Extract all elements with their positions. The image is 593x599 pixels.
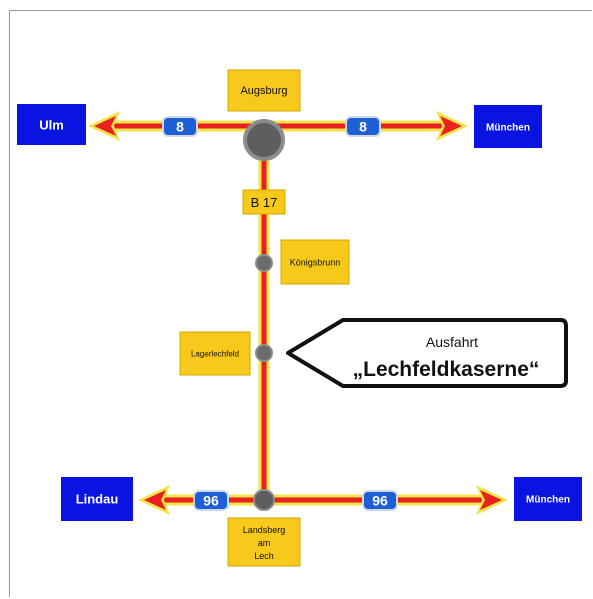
svg-text:München: München — [486, 123, 530, 134]
svg-text:B 17: B 17 — [251, 195, 278, 210]
place-muenchen-top: München — [474, 105, 542, 148]
place-augsburg: Augsburg — [227, 69, 301, 112]
place-lagerlechfeld: Lagerlechfeld — [179, 331, 251, 376]
svg-text:Lech: Lech — [254, 551, 274, 561]
svg-text:am: am — [258, 538, 271, 548]
b17-sign: B 17 — [242, 189, 286, 215]
place-landsberg: Landsberg am Lech — [227, 517, 301, 567]
junction-lagerlechfeld-icon — [255, 344, 273, 362]
svg-text:96: 96 — [372, 493, 388, 509]
svg-text:Lindau: Lindau — [76, 492, 119, 507]
exit-callout-arrow-icon — [286, 318, 568, 388]
a96-shield-west: 96 — [193, 490, 229, 511]
svg-text:Augsburg: Augsburg — [240, 85, 287, 97]
svg-text:Ulm: Ulm — [39, 118, 64, 133]
place-lindau: Lindau — [61, 477, 133, 521]
exit-callout-line2: „Lechfeldkaserne“ — [353, 358, 540, 381]
map-frame — [9, 10, 592, 597]
junction-augsburg-icon — [243, 119, 285, 161]
svg-text:München: München — [526, 495, 570, 506]
a8-shield-east: 8 — [345, 116, 381, 137]
place-koenigsbrunn: Königsbrunn — [280, 239, 350, 285]
svg-text:8: 8 — [176, 119, 184, 135]
svg-text:Landsberg: Landsberg — [243, 525, 286, 535]
exit-callout: Ausfahrt „Lechfeldkaserne“ — [286, 318, 568, 388]
a96-shield-east: 96 — [362, 490, 398, 511]
exit-callout-line1: Ausfahrt — [426, 334, 478, 350]
svg-text:Lagerlechfeld: Lagerlechfeld — [191, 350, 239, 359]
svg-text:8: 8 — [359, 119, 367, 135]
junction-landsberg-icon — [253, 489, 275, 511]
a8-shield-west: 8 — [162, 116, 198, 137]
svg-text:Königsbrunn: Königsbrunn — [290, 258, 341, 268]
svg-text:96: 96 — [203, 493, 219, 509]
place-ulm: Ulm — [17, 104, 86, 145]
place-muenchen-bottom: München — [514, 477, 582, 521]
junction-koenigsbrunn-icon — [255, 254, 273, 272]
